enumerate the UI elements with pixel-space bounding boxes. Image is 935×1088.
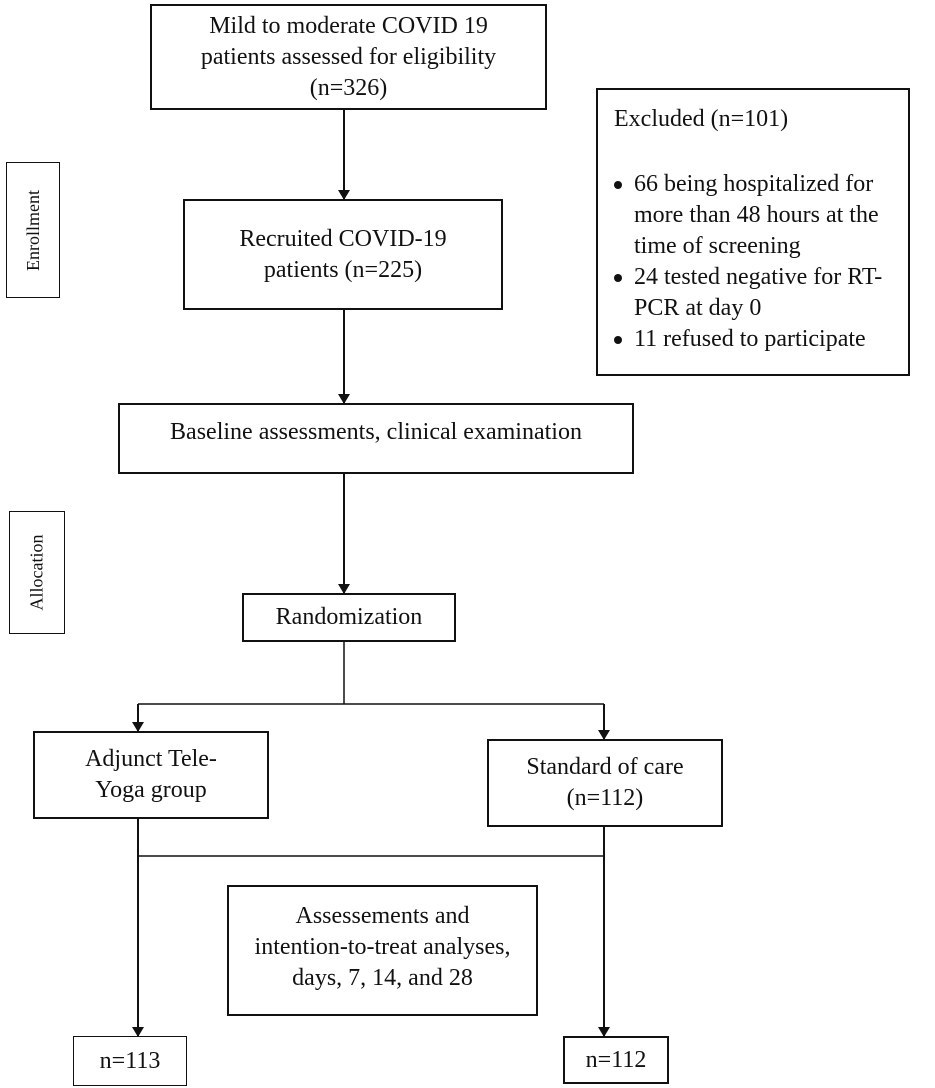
bullet-icon [614, 274, 622, 282]
excluded-item: 11 refused to participate [614, 324, 894, 355]
recruited-box: Recruited COVID-19 patients (n=225) [183, 199, 503, 310]
tele-yoga-final-count: n=113 [99, 1047, 161, 1074]
tele-yoga-box: Adjunct Tele- Yoga group [33, 731, 269, 819]
bullet-icon [614, 336, 622, 344]
assessments-box: Assessements and intention-to-treat anal… [227, 885, 538, 1016]
recruited-line-1: Recruited COVID-19 [239, 225, 447, 252]
assessments-line-2: intention-to-treat analyses, [254, 934, 511, 960]
randomization-text: Randomization [275, 604, 423, 630]
assessed-line-2: patients assessed for eligibility [200, 43, 497, 70]
excluded-title: Excluded (n=101) [614, 106, 789, 132]
assessed-line-1: Mild to moderate COVID 19 [209, 12, 488, 39]
assessments-line-3: days, 7, 14, and 28 [292, 965, 473, 991]
tele-yoga-final-count-box: n=113 [73, 1036, 187, 1086]
excluded-item-text: 24 tested negative for RT-PCR at day 0 [634, 264, 883, 321]
standard-of-care-line-1: Standard of care [526, 754, 684, 780]
tele-yoga-line-2: Yoga group [95, 777, 207, 803]
enrollment-label: Enrollment [6, 162, 60, 298]
assessed-for-eligibility-box: Mild to moderate COVID 19 patients asses… [150, 4, 547, 110]
standard-of-care-final-count-box: n=112 [563, 1036, 669, 1084]
excluded-item: 24 tested negative for RT-PCR at day 0 [614, 262, 894, 324]
baseline-box: Baseline assessments, clinical examinati… [118, 403, 634, 474]
excluded-item-text: 11 refused to participate [634, 326, 866, 352]
tele-yoga-line-1: Adjunct Tele- [85, 746, 217, 772]
allocation-text: Allocation [26, 534, 47, 611]
allocation-label: Allocation [9, 511, 65, 634]
excluded-item: 66 being hospitalized for more than 48 h… [614, 169, 894, 262]
enrollment-text: Enrollment [22, 189, 43, 271]
assessed-line-3: (n=326) [309, 74, 388, 101]
standard-of-care-box: Standard of care (n=112) [487, 739, 723, 827]
recruited-line-2: patients (n=225) [263, 256, 423, 283]
baseline-text: Baseline assessments, clinical examinati… [170, 419, 582, 445]
assessments-line-1: Assessements and [295, 903, 470, 929]
standard-of-care-line-2: (n=112) [566, 785, 644, 811]
bullet-icon [614, 181, 622, 189]
excluded-list: 66 being hospitalized for more than 48 h… [614, 169, 894, 355]
standard-of-care-final-count: n=112 [585, 1046, 647, 1073]
randomization-box: Randomization [242, 593, 456, 642]
excluded-box: Excluded (n=101) 66 being hospitalized f… [596, 88, 910, 376]
excluded-item-text: 66 being hospitalized for more than 48 h… [634, 171, 879, 259]
